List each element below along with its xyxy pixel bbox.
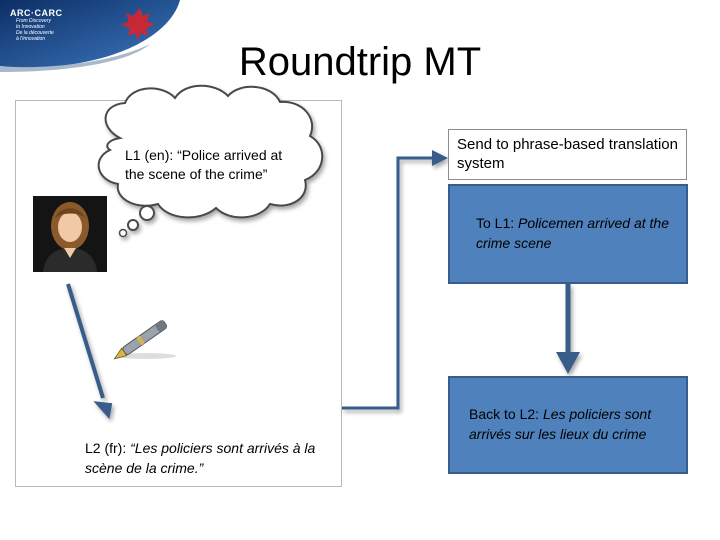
to-l1-box: To L1: Policemen arrived at the crime sc… <box>448 184 688 284</box>
target-sentence: L2 (fr): “Les policiers sont arrivés à l… <box>85 438 335 478</box>
person-icon <box>33 196 107 272</box>
arrow-to-l2 <box>68 284 115 422</box>
to-l1-label: To L1: <box>476 215 518 231</box>
woman-avatar <box>33 196 107 272</box>
arrow-down <box>556 284 580 374</box>
pen-icon <box>112 320 176 363</box>
target-label: L2 (fr): <box>85 440 130 456</box>
send-step-box: Send to phrase-based translation system <box>448 129 687 180</box>
connector-to-send <box>342 150 448 408</box>
source-sentence: L1 (en): “Police arrived at the scene of… <box>125 146 305 184</box>
back-l2-label: Back to L2: <box>469 406 543 422</box>
thought-bubbles <box>120 206 155 237</box>
source-label: L1 (en): <box>125 147 177 163</box>
back-l2-box: Back to L2: Les policiers sont arrivés s… <box>448 376 688 474</box>
